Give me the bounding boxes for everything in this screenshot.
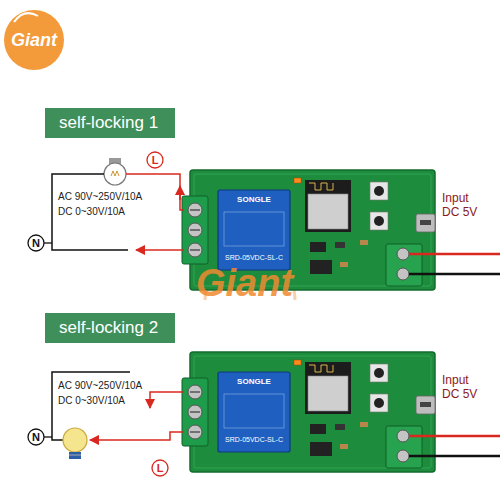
rating-note: DC 0~30V/10A [58,206,125,218]
live-wire [150,392,184,408]
bulb-1 [104,158,126,185]
bulb-2 [63,428,87,459]
banner-title: self-locking 2 [59,318,161,338]
illustration-part [104,163,126,185]
illustration-part [69,452,81,459]
section-banner: self-locking 1 [45,108,175,138]
neutral-wire [52,174,128,250]
illustration-part [63,428,87,452]
relay-brand: SONGLE [218,377,290,386]
rating-note: AC 90V~250V/10A [58,380,142,392]
banner-title: self-locking 1 [59,113,161,133]
flow-arrow [179,186,181,200]
terminal-letter: N [28,429,44,445]
illustration-part [44,242,52,243]
terminal-letter: L [147,152,163,168]
terminal-letter: N [28,235,44,251]
live-wire [90,432,184,440]
logo-badge [4,10,64,70]
illustration-part [44,436,52,437]
illustration-part [182,352,500,472]
illustration-part [111,171,119,176]
illustration-part [14,13,38,22]
watermark: Giant [196,262,293,306]
terminal-symbol [147,152,163,168]
live-wire [136,249,184,251]
terminal-symbol [152,460,168,476]
terminal-letter: L [152,460,168,476]
relay-model: SRD-05VDC-SL-C [218,254,290,262]
power-input-note: Input DC 5V [442,192,482,220]
power-input-note: Input DC 5V [442,374,482,402]
illustration-part [69,455,81,456]
logo-text: Giant [4,30,64,51]
relay-brand: SONGLE [218,195,290,204]
terminal-symbol [28,429,44,445]
section-banner: self-locking 2 [45,313,175,343]
rating-note: DC 0~30V/10A [58,395,125,407]
terminal-symbol [28,235,44,251]
relay-model: SRD-05VDC-SL-C [218,436,290,444]
rating-note: AC 90V~250V/10A [58,191,142,203]
